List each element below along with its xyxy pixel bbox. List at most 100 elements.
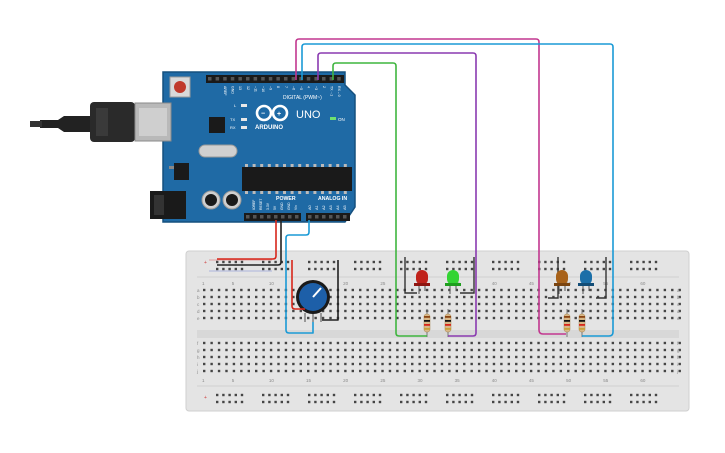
breadboard-hole[interactable] <box>411 369 414 373</box>
breadboard-hole[interactable] <box>678 362 681 366</box>
breadboard-hole[interactable] <box>314 316 317 320</box>
breadboard-hole[interactable] <box>477 309 481 313</box>
breadboard-hole[interactable] <box>552 302 555 306</box>
breadboard-hole[interactable] <box>373 295 377 299</box>
rail-hole[interactable] <box>516 400 520 404</box>
rail-hole[interactable] <box>602 393 605 397</box>
breadboard-hole[interactable] <box>240 316 243 320</box>
breadboard-hole[interactable] <box>240 341 243 345</box>
resistor[interactable] <box>444 309 452 337</box>
breadboard-hole[interactable] <box>611 369 615 373</box>
breadboard-hole[interactable] <box>485 316 488 320</box>
breadboard-hole[interactable] <box>581 341 585 345</box>
breadboard-hole[interactable] <box>232 369 236 373</box>
breadboard-hole[interactable] <box>225 316 228 320</box>
rail-hole[interactable] <box>544 260 547 264</box>
breadboard-hole[interactable] <box>507 288 511 292</box>
breadboard-hole[interactable] <box>552 355 555 359</box>
rail-hole[interactable] <box>366 260 369 264</box>
breadboard-hole[interactable] <box>396 355 399 359</box>
breadboard-hole[interactable] <box>567 341 570 345</box>
rail-hole[interactable] <box>326 267 329 271</box>
breadboard-hole[interactable] <box>344 309 347 313</box>
breadboard-hole[interactable] <box>544 295 548 299</box>
breadboard-hole[interactable] <box>292 362 295 366</box>
breadboard-hole[interactable] <box>656 295 659 299</box>
breadboard-hole[interactable] <box>515 295 518 299</box>
breadboard-hole[interactable] <box>366 288 369 292</box>
breadboard-hole[interactable] <box>477 341 481 345</box>
breadboard-hole[interactable] <box>604 362 607 366</box>
breadboard-hole[interactable] <box>403 295 407 299</box>
breadboard-hole[interactable] <box>589 309 592 313</box>
breadboard-hole[interactable] <box>203 362 206 366</box>
header-pin[interactable] <box>315 215 319 219</box>
breadboard-hole[interactable] <box>596 355 600 359</box>
rail-hole[interactable] <box>642 260 645 264</box>
rail-hole[interactable] <box>602 400 605 404</box>
breadboard-hole[interactable] <box>544 309 548 313</box>
header-pin[interactable] <box>274 215 278 219</box>
breadboard-hole[interactable] <box>247 341 250 345</box>
rail-hole[interactable] <box>602 267 605 271</box>
rail-hole[interactable] <box>268 393 271 397</box>
breadboard-hole[interactable] <box>537 369 540 373</box>
breadboard-hole[interactable] <box>515 309 518 313</box>
breadboard-hole[interactable] <box>500 341 503 345</box>
breadboard-hole[interactable] <box>433 295 436 299</box>
breadboard-hole[interactable] <box>678 348 681 352</box>
breadboard-hole[interactable] <box>418 362 421 366</box>
breadboard-hole[interactable] <box>604 341 607 345</box>
rail-hole[interactable] <box>556 393 559 397</box>
rail-hole[interactable] <box>240 400 244 404</box>
breadboard-hole[interactable] <box>403 309 407 313</box>
breadboard-hole[interactable] <box>344 295 347 299</box>
breadboard-hole[interactable] <box>448 362 451 366</box>
breadboard-hole[interactable] <box>359 288 362 292</box>
breadboard-hole[interactable] <box>359 295 362 299</box>
rail-hole[interactable] <box>654 260 658 264</box>
breadboard-hole[interactable] <box>411 348 414 352</box>
breadboard-hole[interactable] <box>411 302 414 306</box>
rail-hole[interactable] <box>636 267 639 271</box>
breadboard-hole[interactable] <box>210 295 213 299</box>
rail-hole[interactable] <box>590 267 593 271</box>
breadboard-hole[interactable] <box>656 362 659 366</box>
breadboard-hole[interactable] <box>574 295 577 299</box>
rail-hole[interactable] <box>464 393 467 397</box>
rail-hole[interactable] <box>400 393 403 397</box>
rail-hole[interactable] <box>630 267 633 271</box>
header-pin[interactable] <box>208 77 212 81</box>
breadboard-hole[interactable] <box>403 355 407 359</box>
breadboard-hole[interactable] <box>418 309 421 313</box>
breadboard-hole[interactable] <box>255 362 258 366</box>
breadboard-hole[interactable] <box>321 316 325 320</box>
rail-hole[interactable] <box>262 260 265 264</box>
breadboard-hole[interactable] <box>344 369 347 373</box>
breadboard-hole[interactable] <box>203 295 206 299</box>
breadboard-hole[interactable] <box>351 341 354 345</box>
breadboard-hole[interactable] <box>240 362 243 366</box>
header-pin[interactable] <box>215 77 220 81</box>
breadboard-hole[interactable] <box>641 355 644 359</box>
breadboard-hole[interactable] <box>418 295 421 299</box>
rail-hole[interactable] <box>378 393 382 397</box>
breadboard-hole[interactable] <box>619 369 622 373</box>
header-pin[interactable] <box>261 77 265 81</box>
rail-hole[interactable] <box>332 393 336 397</box>
breadboard-hole[interactable] <box>455 348 459 352</box>
breadboard-hole[interactable] <box>648 316 652 320</box>
breadboard-hole[interactable] <box>255 288 258 292</box>
rail-hole[interactable] <box>234 400 237 404</box>
breadboard-hole[interactable] <box>656 348 659 352</box>
breadboard-hole[interactable] <box>485 348 488 352</box>
breadboard-hole[interactable] <box>225 341 228 345</box>
breadboard-hole[interactable] <box>477 355 481 359</box>
header-pin[interactable] <box>322 215 326 219</box>
header-pin[interactable] <box>267 215 271 219</box>
rail-hole[interactable] <box>504 400 507 404</box>
breadboard-hole[interactable] <box>217 355 221 359</box>
breadboard-hole[interactable] <box>678 316 681 320</box>
breadboard-hole[interactable] <box>507 295 511 299</box>
breadboard-hole[interactable] <box>559 348 563 352</box>
